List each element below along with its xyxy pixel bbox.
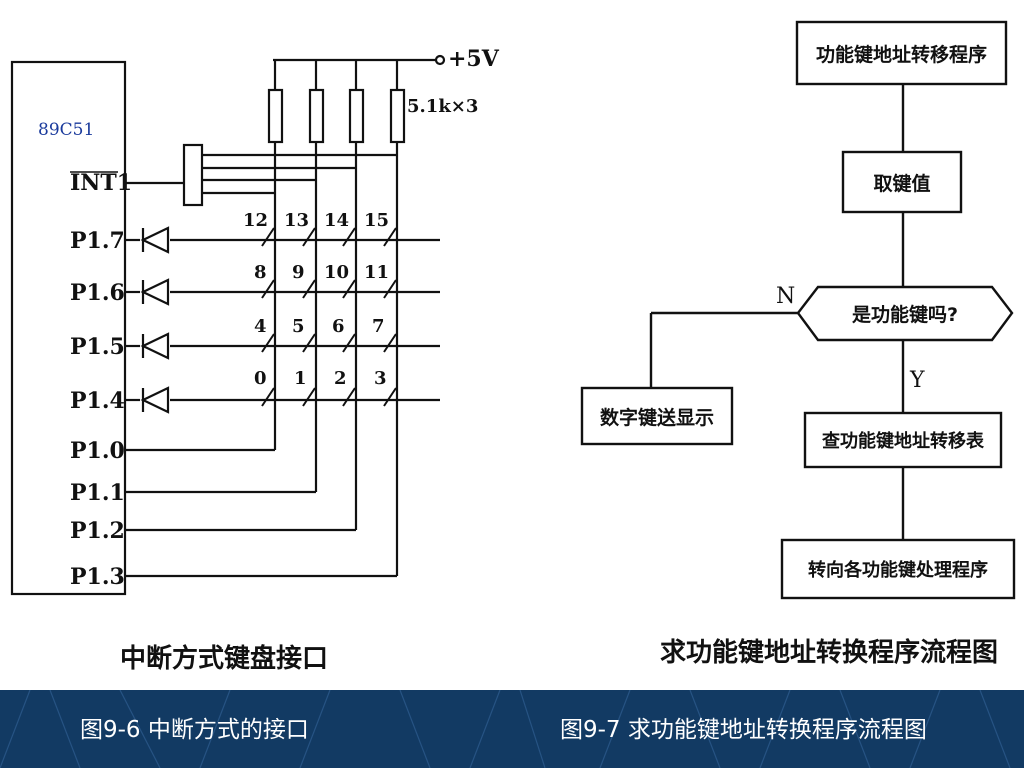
key-label: 0	[254, 368, 267, 389]
key-label: 14	[324, 210, 350, 231]
pin-label-p16: P1.6	[70, 280, 125, 306]
diode-p15	[140, 332, 170, 360]
key-switches	[261, 227, 397, 407]
and-gate	[182, 143, 204, 207]
resistor-3	[348, 88, 365, 144]
key-label: 2	[334, 368, 347, 389]
diode-p16	[140, 278, 170, 306]
flow-box-numeric	[580, 386, 734, 446]
supply-terminal	[434, 54, 446, 66]
key-label: 7	[372, 316, 385, 337]
slide-content: 89C51 +5V 5.1k×3 INT1 P1.7 P1.6 P1.5 P1.…	[10, 20, 1016, 674]
key-label: 4	[254, 316, 267, 337]
flow-start-label: 功能键地址转移程序	[815, 43, 987, 66]
flow-box-start	[795, 20, 1008, 86]
supply-label: +5V	[448, 46, 499, 72]
pin-label-p14: P1.4	[70, 388, 125, 414]
pin-label-p17: P1.7	[70, 228, 125, 254]
keyboard-interface-circuit	[10, 20, 1016, 600]
pin-label-p15: P1.5	[70, 334, 125, 360]
flow-lookup-label: 查功能键地址转移表	[822, 431, 984, 452]
flow-numeric-label: 数字键送显示	[599, 406, 714, 429]
circuit-caption: 中断方式键盘接口	[120, 644, 329, 674]
caption-bar: 图9-6 中断方式的接口 图9-7 求功能键地址转换程序流程图	[0, 690, 1024, 768]
flow-decision	[796, 285, 1014, 342]
key-label: 5	[292, 316, 305, 337]
key-label: 13	[284, 210, 310, 231]
key-label: 6	[332, 316, 345, 337]
resistor-4	[389, 88, 406, 144]
key-label: 1	[294, 368, 307, 389]
pin-label-p11: P1.1	[70, 480, 125, 506]
resistor-2	[308, 88, 325, 144]
key-label: 9	[292, 262, 305, 283]
int1-pin-label: INT1	[70, 170, 133, 196]
key-label: 12	[243, 210, 269, 231]
key-label: 3	[374, 368, 387, 389]
chip-label: 89C51	[38, 120, 95, 140]
chip-body	[10, 60, 127, 596]
resistor-1	[267, 88, 284, 144]
diode-p17	[140, 226, 170, 254]
diode-p14	[140, 386, 170, 414]
key-label: 10	[324, 262, 350, 283]
flow-no-label: N	[776, 284, 796, 309]
key-label: 11	[364, 262, 390, 283]
flow-box-dispatch	[780, 538, 1016, 600]
right-figure-caption: 图9-7 求功能键地址转换程序流程图	[560, 717, 927, 743]
flowchart-caption: 求功能键地址转换程序流程图	[660, 638, 999, 668]
pin-label-p12: P1.2	[70, 518, 125, 544]
flow-get-key-label: 取键值	[873, 172, 931, 195]
pin-label-p10: P1.0	[70, 438, 125, 464]
flow-dispatch-label: 转向各功能键处理程序	[808, 560, 988, 581]
key-label: 8	[254, 262, 267, 283]
footer-decoration	[0, 690, 1011, 768]
flow-decision-label: 是功能键吗?	[851, 304, 959, 326]
flow-yes-label: Y	[910, 368, 925, 393]
resistor-label: 5.1k×3	[407, 96, 479, 117]
pin-label-p13: P1.3	[70, 564, 125, 590]
key-label: 15	[364, 210, 390, 231]
left-figure-caption: 图9-6 中断方式的接口	[80, 717, 309, 743]
